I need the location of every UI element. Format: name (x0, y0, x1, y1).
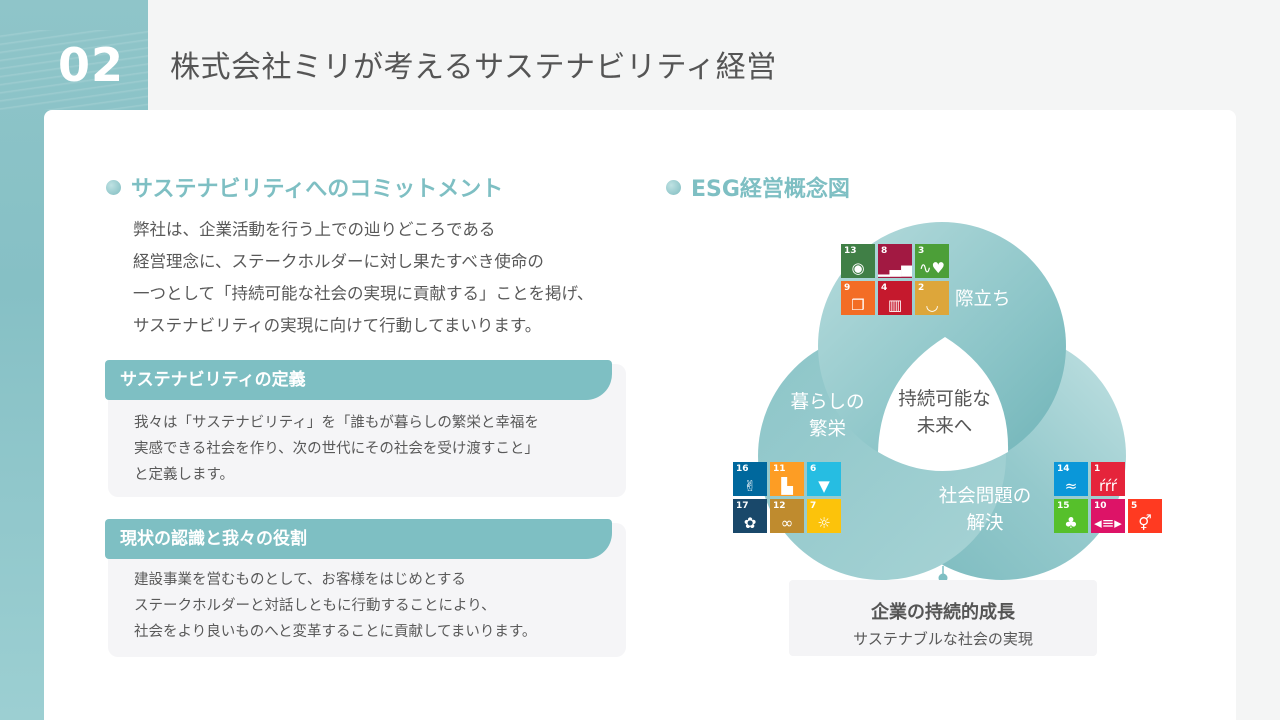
commitment-line: 一つとして「持続可能な社会の実現に貢献する」ことを掲げ、 (133, 284, 594, 303)
sdg-grid-top: 13◉ 8▁▃▅ 3∿♥ 9❒ 4▥ 2◡ (841, 244, 949, 315)
sdg-growth-icon: ▁▃▅ (878, 259, 912, 277)
sdg-tile-12: 12∞ (770, 499, 804, 533)
definition-heading: サステナビリティの定義 (105, 360, 612, 400)
definition-text: 我々は「サステナビリティ」を「誰もが暮らしの繁栄と幸福を 実感できる社会を作り、… (134, 410, 539, 488)
commitment-line: サステナビリティの実現に向けて行動してまいります。 (133, 316, 542, 335)
sdg-tile-17: 17✿ (733, 499, 767, 533)
role-box: 現状の認識と我々の役割 建設事業を営むものとして、お客様をはじめとする ステーク… (105, 519, 626, 657)
circle-label-left-line: 繁栄 (808, 419, 846, 440)
sdg-consumption-icon: ∞ (780, 514, 794, 532)
sdg-grid-left: 16✌ 11▙ 6▼ 17✿ 12∞ 7☼ (733, 462, 841, 533)
sdg-tile-5: 5⚥ (1128, 499, 1162, 533)
sdg-cities-icon: ▙ (781, 477, 793, 495)
sdg-tile-2: 2◡ (915, 281, 949, 315)
sdg-peace-icon: ✌ (743, 477, 757, 495)
role-line: 社会をより良いものへと変革することに貢献してまいります。 (134, 624, 537, 640)
sdg-health-icon: ∿♥ (918, 259, 945, 277)
definition-box: サステナビリティの定義 我々は「サステナビリティ」を「誰もが暮らしの繁栄と幸福を… (105, 360, 626, 497)
sdg-climate-icon: ◉ (851, 259, 865, 277)
sdg-tile-13: 13◉ (841, 244, 875, 278)
sdg-tile-4: 4▥ (878, 281, 912, 315)
esg-heading: ESG経営概念図 (666, 171, 850, 203)
sdg-tile-14: 14≈ (1054, 462, 1088, 496)
sdg-empty-slot (1128, 462, 1162, 496)
commitment-line: 経営理念に、ステークホルダーに対し果たすべき使命の (133, 252, 544, 271)
section-number: 02 (58, 38, 125, 92)
circle-label-left: 暮らしの 繁栄 (780, 389, 875, 443)
sdg-partnership-icon: ✿ (743, 514, 757, 532)
sdg-tile-3: 3∿♥ (915, 244, 949, 278)
venn-center-label: 持続可能な 未来へ (887, 386, 1002, 440)
page-title: 株式会社ミリが考えるサステナビリティ経営 (170, 50, 777, 85)
bullet-dot-icon (666, 179, 681, 195)
commitment-text: 弊社は、企業活動を行う上での辿りどころである 経営理念に、ステークホルダーに対し… (133, 214, 593, 342)
circle-label-right: 社会問題の 解決 (930, 483, 1040, 537)
definition-line: と定義します。 (134, 467, 235, 483)
sdg-poverty-icon: ŕŕŕ (1099, 477, 1117, 495)
circle-label-top: 際立ち (955, 289, 1011, 310)
result-subtitle: サステナブルな社会の実現 (853, 630, 1033, 648)
commitment-heading-text: サステナビリティへのコミットメント (131, 177, 504, 202)
role-heading: 現状の認識と我々の役割 (105, 519, 612, 559)
sdg-tile-16: 16✌ (733, 462, 767, 496)
center-label-line: 未来へ (916, 416, 973, 437)
sdg-water-icon: ▼ (818, 477, 830, 495)
sdg-energy-icon: ☼ (817, 514, 831, 532)
esg-heading-text: ESG経営概念図 (691, 177, 850, 202)
role-text: 建設事業を営むものとして、お客様をはじめとする ステークホルダーと対話しともに行… (134, 567, 536, 645)
bullet-dot-icon (106, 179, 121, 195)
sdg-tile-7: 7☼ (807, 499, 841, 533)
circle-label-right-line: 社会問題の (938, 486, 1032, 507)
sdg-tile-10: 10◂≡▸ (1091, 499, 1125, 533)
definition-line: 我々は「サステナビリティ」を「誰もが暮らしの繁栄と幸福を (134, 415, 539, 431)
commitment-heading: サステナビリティへのコミットメント (106, 171, 503, 203)
sdg-tile-15: 15♣ (1054, 499, 1088, 533)
result-title: 企業の持続的成長 (871, 602, 1015, 623)
role-line: 建設事業を営むものとして、お客様をはじめとする (134, 572, 466, 588)
sdg-tile-6: 6▼ (807, 462, 841, 496)
circle-label-right-line: 解決 (966, 513, 1004, 534)
commitment-line: 弊社は、企業活動を行う上での辿りどころである (133, 220, 496, 239)
sdg-gender-icon: ⚥ (1138, 514, 1152, 532)
sdg-industry-icon: ❒ (851, 296, 865, 314)
sdg-hunger-icon: ◡ (925, 296, 939, 314)
sdg-tile-8: 8▁▃▅ (878, 244, 912, 278)
sdg-tile-11: 11▙ (770, 462, 804, 496)
sdg-inequality-icon: ◂≡▸ (1094, 514, 1122, 532)
sdg-education-icon: ▥ (887, 296, 903, 314)
circle-label-left-line: 暮らしの (790, 392, 865, 413)
definition-line: 実感できる社会を作り、次の世代にその社会を受け渡すこと」 (134, 441, 539, 457)
band-stripes (0, 30, 148, 110)
sdg-land-icon: ♣ (1064, 514, 1078, 532)
result-box: 企業の持続的成長 サステナブルな社会の実現 (789, 580, 1097, 656)
center-label-line: 持続可能な (898, 389, 991, 410)
sdg-tile-9: 9❒ (841, 281, 875, 315)
role-line: ステークホルダーと対話しともに行動することにより、 (134, 598, 496, 614)
sdg-ocean-icon: ≈ (1064, 477, 1078, 495)
